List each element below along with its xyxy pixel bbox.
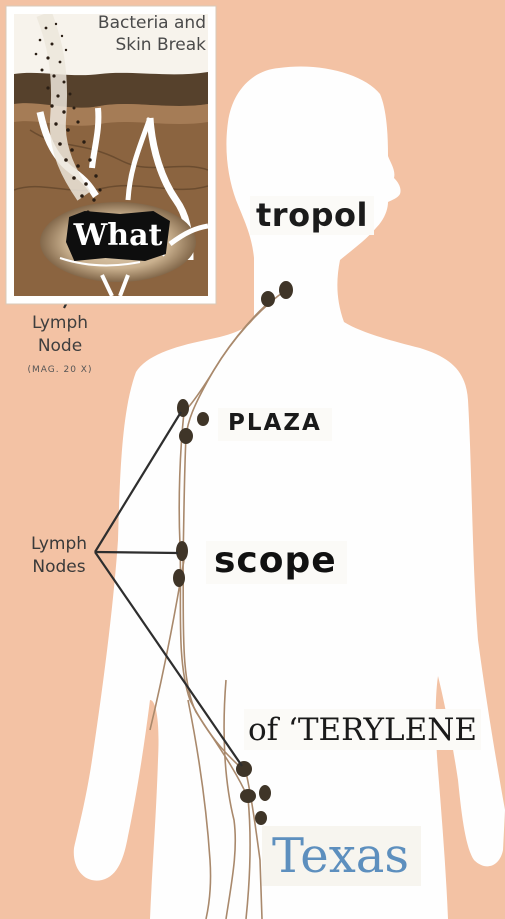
lymph-nodes-label: Lymph Nodes (20, 533, 98, 580)
cutout-tropol: tropol (250, 196, 374, 235)
cutout-scope: scope (206, 541, 347, 584)
inset-title-line2: Skin Break (58, 34, 206, 56)
magnification-label: (MAG. 20 X) (18, 366, 102, 375)
lymph-node-label: Lymph Node (30, 312, 90, 358)
inset-title-line1: Bacteria and (58, 12, 206, 34)
lymph-node-line2: Node (30, 335, 90, 358)
inset-title: Bacteria and Skin Break (58, 12, 206, 57)
cutout-terylene: of ‘TERYLENE (244, 709, 481, 750)
cutout-texas: Texas (262, 826, 421, 886)
cutout-plaza: PLAZA (218, 408, 332, 441)
cutout-what: What (66, 211, 170, 261)
lymph-nodes-line2: Nodes (20, 556, 98, 579)
lymph-nodes-line1: Lymph (20, 533, 98, 556)
lymph-node-line1: Lymph (30, 312, 90, 335)
